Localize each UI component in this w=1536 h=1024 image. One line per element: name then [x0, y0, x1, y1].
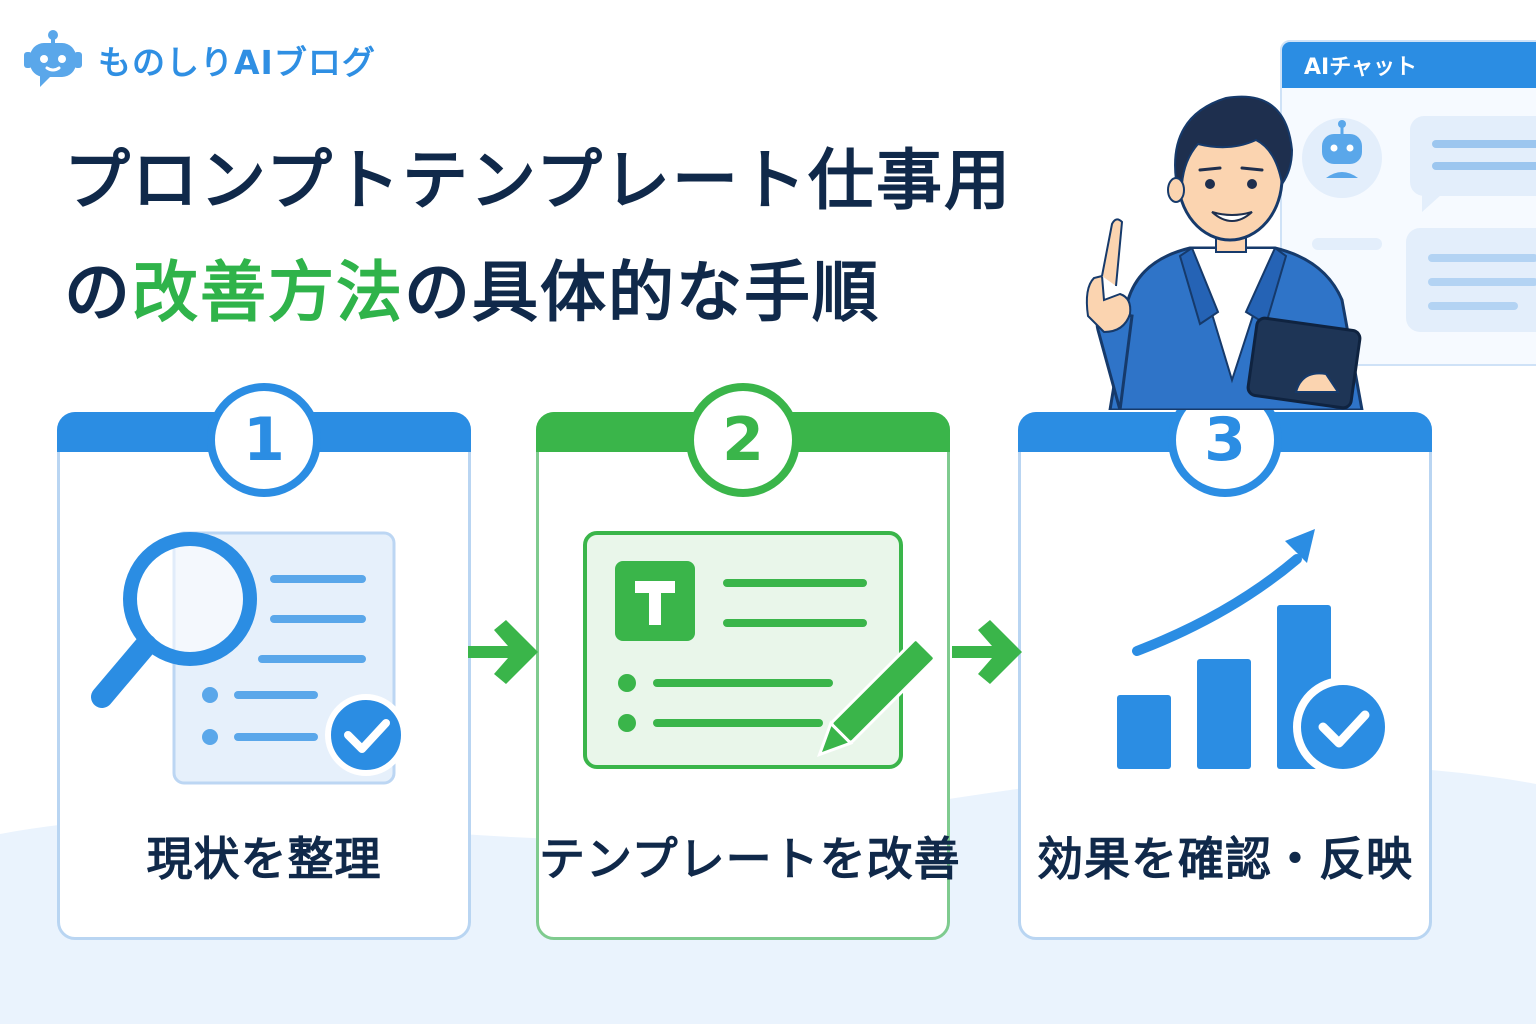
presenter-illustration	[1085, 95, 1364, 410]
title-line-2-post: の具体的な手順	[404, 254, 880, 331]
magnifier-document-icon	[91, 531, 407, 785]
growth-chart-icon	[1117, 529, 1393, 777]
arrow-right-icon-2	[952, 620, 1022, 684]
arrow-right-icon	[468, 620, 538, 684]
page-title: プロンプトテンプレート仕事用 の改善方法の具体的な手順	[64, 125, 1012, 349]
template-edit-icon	[583, 531, 936, 769]
brand-name: ものしりAIブログ	[98, 43, 376, 82]
chat-robot-icon	[1322, 120, 1362, 178]
title-line-2: の改善方法の具体的な手順	[64, 237, 1012, 349]
step-label-2: テンプレートを改善	[539, 832, 961, 886]
step-label-3: 効果を確認・反映	[1037, 832, 1413, 886]
step-card-2[interactable]: 2 テンプレートを改善	[536, 383, 961, 940]
tablet-icon	[1246, 316, 1362, 410]
chat-messages	[1302, 116, 1536, 332]
ai-chat-window: AIチャット	[1280, 40, 1536, 366]
title-highlight: 改善方法	[132, 254, 404, 331]
check-icon	[325, 694, 407, 776]
pencil-icon	[816, 638, 936, 758]
step-number-badge-2: 2	[686, 383, 800, 497]
step-number-badge-1: 1	[207, 383, 321, 497]
step-label-1: 現状を整理	[146, 832, 382, 886]
check-icon	[1293, 677, 1393, 777]
chat-header: AIチャット	[1282, 42, 1536, 88]
title-line-1: プロンプトテンプレート仕事用	[64, 142, 1013, 219]
robot-icon	[24, 30, 82, 87]
step-card-3[interactable]: 3 効果を確認・反映	[1018, 383, 1432, 940]
brand-logo[interactable]: ものしりAIブログ	[22, 30, 376, 90]
title-line-2-pre: の	[64, 254, 132, 331]
step-card-1[interactable]: 1 現状を整理	[57, 383, 471, 940]
